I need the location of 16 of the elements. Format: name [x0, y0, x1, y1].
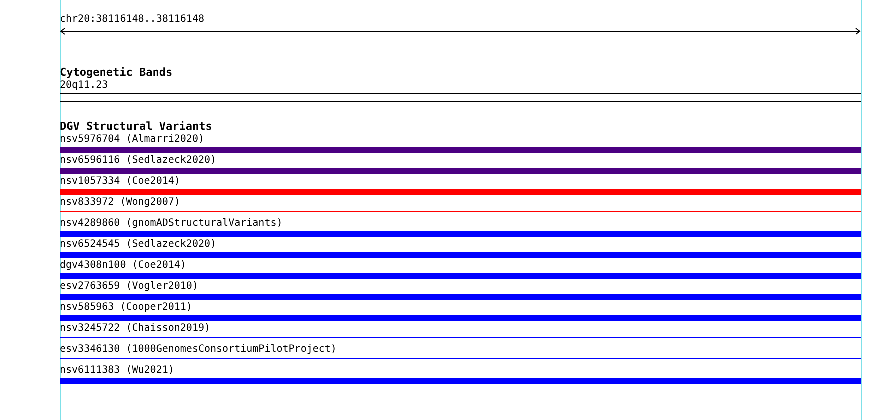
- variant-label: nsv1057334 (Coe2014): [60, 176, 180, 188]
- variant-label: nsv833972 (Wong2007): [60, 197, 180, 209]
- variant-label: nsv4289860 (gnomADStructuralVariants): [60, 218, 283, 230]
- variant-label: dgv4308n100 (Coe2014): [60, 260, 186, 272]
- variant-label: nsv3245722 (Chaisson2019): [60, 323, 211, 335]
- variant-label: nsv585963 (Cooper2011): [60, 302, 192, 314]
- track-title: DGV Structural Variants: [60, 121, 212, 133]
- variant-label: nsv5976704 (Almarri2020): [60, 134, 204, 146]
- variant-label: nsv6596116 (Sedlazeck2020): [60, 155, 217, 167]
- variant-label: nsv6524545 (Sedlazeck2020): [60, 239, 217, 251]
- band-label: 20q11.23: [60, 80, 108, 92]
- variant-label: esv2763659 (Vogler2010): [60, 281, 198, 293]
- track-title: Cytogenetic Bands: [60, 67, 173, 79]
- variant-label: esv3346130 (1000GenomesConsortiumPilotProject): [60, 344, 337, 356]
- variant-label: nsv6111383 (Wu2021): [60, 365, 174, 377]
- position-label: chr20:38116148..38116148: [60, 14, 204, 26]
